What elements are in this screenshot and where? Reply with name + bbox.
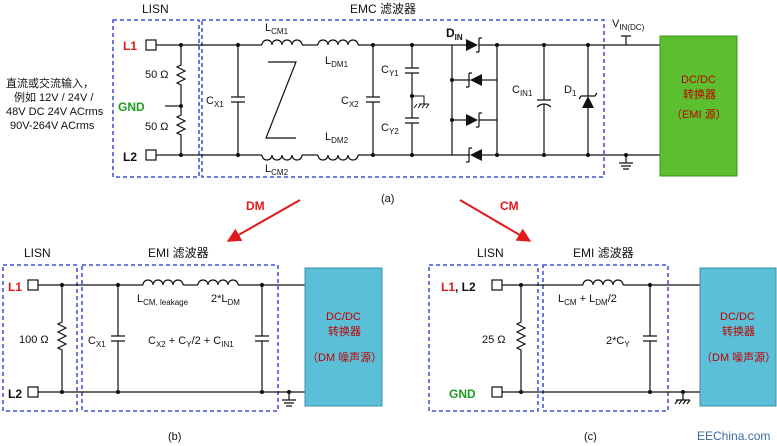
common-mode-core bbox=[265, 61, 297, 139]
din-label: DIN bbox=[446, 26, 463, 42]
cx2-label: CX2 bbox=[341, 95, 359, 109]
dcdc-box-a bbox=[659, 35, 738, 177]
svg-text:2*LDM: 2*LDM bbox=[211, 293, 240, 307]
gnd-label-a: GND bbox=[118, 100, 145, 114]
svg-text:EMI 滤波器: EMI 滤波器 bbox=[573, 246, 634, 260]
svg-text:L1, L2: L1, L2 bbox=[441, 280, 476, 294]
svg-text:（EMI 源）: （EMI 源） bbox=[671, 107, 727, 121]
svg-text:LCM + LDM/2: LCM + LDM/2 bbox=[558, 293, 617, 307]
svg-text:直流或交流输入，: 直流或交流输入， bbox=[6, 76, 94, 90]
svg-text:DC/DC: DC/DC bbox=[720, 311, 755, 323]
lisn-box-a bbox=[112, 19, 200, 178]
svg-text:LCM, leakage: LCM, leakage bbox=[137, 293, 189, 307]
svg-text:例如 12V / 24V /: 例如 12V / 24V / bbox=[14, 90, 94, 104]
watermark: EEChina.com bbox=[697, 429, 770, 443]
lisn-title-a: LISN bbox=[142, 2, 169, 16]
svg-text:48V DC 24V ACrms: 48V DC 24V ACrms bbox=[6, 106, 104, 118]
svg-text:转换器: 转换器 bbox=[328, 324, 361, 338]
svg-text:CX1: CX1 bbox=[88, 335, 106, 349]
r1-label: 50 Ω bbox=[145, 69, 169, 81]
cx1-label: CX1 bbox=[206, 95, 224, 109]
ldm1-label: LDM1 bbox=[325, 55, 349, 69]
diagram-a: LISN EMC 滤波器 直流或交流输入， 例如 12V / 24V / 48V… bbox=[6, 2, 738, 205]
bridge-rectifier bbox=[450, 37, 498, 163]
cy2-label: CY2 bbox=[381, 122, 399, 136]
l2-terminal-a bbox=[145, 149, 157, 161]
svg-text:DC/DC: DC/DC bbox=[326, 311, 361, 323]
svg-text:转换器: 转换器 bbox=[683, 87, 716, 101]
svg-text:（DM 噪声源）: （DM 噪声源） bbox=[701, 350, 776, 364]
l1-label-a: L1 bbox=[123, 39, 137, 53]
vin-label: VIN(DC) bbox=[612, 18, 645, 32]
diagram-b: LISN EMI 滤波器 L1 L2 100 Ω CX1 LCM, leakag… bbox=[2, 246, 383, 443]
cin1-label: CIN1 bbox=[512, 84, 533, 98]
emc-title-a: EMC 滤波器 bbox=[350, 2, 416, 16]
svg-text:L1: L1 bbox=[8, 280, 22, 294]
svg-text:GND: GND bbox=[449, 387, 476, 401]
input-description: 直流或交流输入， 例如 12V / 24V / 48V DC 24V ACrms… bbox=[6, 76, 104, 132]
l1-terminal-a bbox=[145, 39, 157, 51]
lcm1-label: LCM1 bbox=[265, 22, 289, 36]
cm-label: CM bbox=[500, 199, 519, 213]
svg-text:(b): (b) bbox=[168, 431, 181, 443]
svg-text:2*CY: 2*CY bbox=[606, 335, 630, 349]
d1-label: D1 bbox=[564, 84, 577, 98]
svg-text:LISN: LISN bbox=[24, 246, 51, 260]
svg-text:100 Ω: 100 Ω bbox=[19, 334, 49, 346]
svg-text:CX2 + CY/2 + CIN1: CX2 + CY/2 + CIN1 bbox=[148, 335, 234, 349]
svg-text:L2: L2 bbox=[8, 387, 22, 401]
dm-label: DM bbox=[246, 199, 265, 213]
svg-text:转换器: 转换器 bbox=[722, 324, 755, 338]
lcm2-label: LCM2 bbox=[265, 163, 289, 177]
emc-filter-box-a bbox=[201, 19, 605, 178]
diagram-c: LISN EMI 滤波器 L1, L2 GND 25 Ω LCM + LDM/2… bbox=[428, 246, 777, 443]
l2-label-a: L2 bbox=[123, 150, 137, 164]
svg-text:（DM 噪声源）: （DM 噪声源） bbox=[307, 350, 382, 364]
r2-label: 50 Ω bbox=[145, 121, 169, 133]
decomposition-arrows: DM CM bbox=[226, 199, 532, 242]
svg-text:25 Ω: 25 Ω bbox=[482, 334, 506, 346]
cy1-label: CY1 bbox=[381, 64, 399, 78]
svg-text:DC/DC: DC/DC bbox=[681, 74, 716, 86]
svg-text:90V-264V ACrms: 90V-264V ACrms bbox=[10, 120, 95, 132]
svg-text:EMI 滤波器: EMI 滤波器 bbox=[148, 246, 209, 260]
caption-a: (a) bbox=[381, 193, 394, 205]
svg-text:LISN: LISN bbox=[477, 246, 504, 260]
ldm2-label: LDM2 bbox=[325, 131, 349, 145]
svg-text:(c): (c) bbox=[584, 431, 597, 443]
